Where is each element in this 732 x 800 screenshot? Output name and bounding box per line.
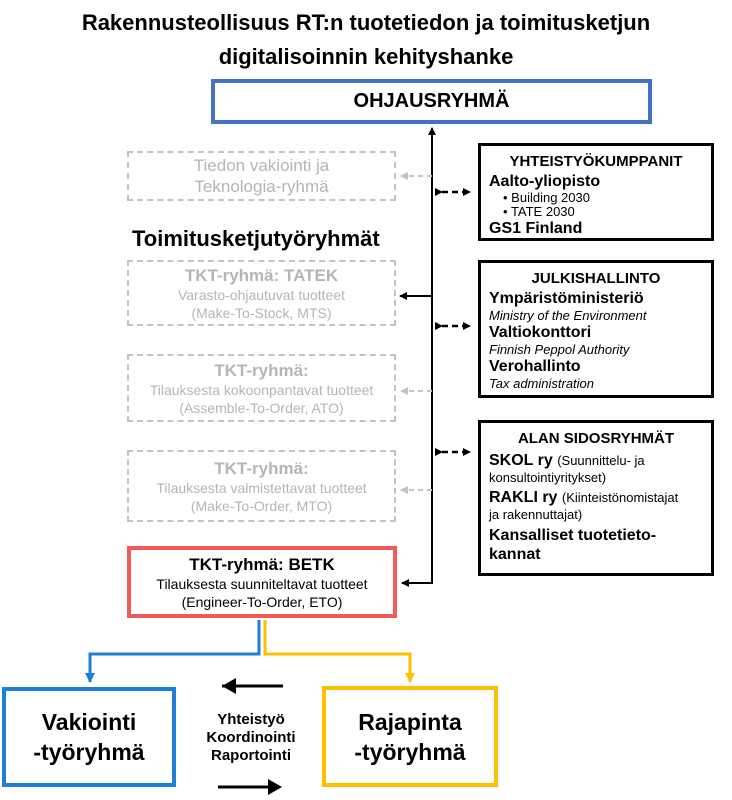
diagram-title-line1: Rakennusteollisuus RT:n tuotetiedon ja t… [81, 10, 651, 35]
line-to-vakiointi [85, 620, 261, 683]
stakeholders-heading: ALAN SIDOSRYHMÄT [517, 430, 675, 447]
group-tatek-desc2: (Make-To-Stock, MTS) [191, 304, 332, 321]
stakeholder-skol-desc: konsultointiyritykset) [489, 470, 607, 485]
rajapinta-line1: Rajapinta [358, 708, 462, 735]
arrow-left-head [222, 678, 236, 694]
group-mto-desc2: (Make-To-Order, MTO) [190, 497, 333, 514]
group-mto-title: TKT-ryhmä: [214, 458, 309, 478]
stakeholder-skol: SKOL ry (Suunnittelu- ja [489, 452, 645, 469]
cooperation-labels: Yhteistyö Koordinointi Raportointi [190, 711, 312, 765]
standardization-tech-line1: Tiedon vakiointi ja [193, 156, 330, 175]
partners-bullet-1: • Building 2030 [503, 190, 590, 205]
public-item-3-name: Verohallinto [489, 358, 581, 375]
diagram-title-line2: digitalisoinnin kehityshanke [218, 44, 514, 69]
cooperation-label-2: Koordinointi [206, 729, 296, 746]
group-betk-desc1: Tilauksesta suunniteltavat tuotteet [156, 575, 368, 592]
partners-box: YHTEISTYÖKUMPPANIT Aalto-yliopisto • Bui… [478, 143, 714, 241]
steering-group-box: OHJAUSRYHMÄ [211, 79, 652, 124]
partners-bullet-2: • TATE 2030 [503, 204, 575, 219]
rajapinta-line2: -työryhmä [354, 738, 466, 765]
group-betk-box: TKT-ryhmä: BETK Tilauksesta suunniteltav… [127, 546, 397, 618]
public-item-1-name: Ympäristöministeriö [489, 290, 644, 307]
standardization-tech-line2: Teknologia-ryhmä [194, 177, 329, 196]
vakiointi-line2: -työryhmä [33, 739, 145, 765]
group-tatek-title: TKT-ryhmä: TATEK [184, 265, 339, 285]
vakiointi-line1: Vakiointi [41, 709, 137, 735]
group-mto-desc1: Tilauksesta valmistettavat tuotteet [156, 479, 367, 496]
supply-chain-heading: Toimitusketjutyöryhmät [132, 226, 380, 251]
group-betk-title: TKT-ryhmä: BETK [189, 554, 335, 574]
cooperation-label-3: Raportointi [211, 747, 291, 764]
stakeholder-national-db-2: kannat [489, 546, 541, 563]
rajapinta-group-box: Rajapinta -työryhmä [322, 686, 498, 787]
line-to-rajapinta [263, 620, 415, 683]
public-item-3-en: Tax administration [489, 376, 595, 391]
arrow-right-head [268, 779, 282, 795]
vakiointi-group-box: Vakiointi -työryhmä [2, 687, 176, 787]
stakeholder-rakli: RAKLI ry (Kiinteistönomistajat [489, 489, 679, 506]
public-sector-box: JULKISHALLINTO Ympäristöministeriö Minis… [478, 260, 714, 398]
partners-heading: YHTEISTYÖKUMPPANIT [509, 153, 683, 170]
group-ato-desc1: Tilauksesta kokoonpantavat tuotteet [149, 381, 374, 398]
group-mto-box: TKT-ryhmä: Tilauksesta valmistettavat tu… [127, 450, 396, 522]
partners-org2: GS1 Finland [489, 220, 583, 237]
steering-group-label: OHJAUSRYHMÄ [353, 90, 510, 112]
group-tatek-box: TKT-ryhmä: TATEK Varasto-ohjautuvat tuot… [127, 260, 396, 326]
group-betk-desc2: (Engineer-To-Order, ETO) [181, 593, 343, 610]
stakeholder-national-db-1: Kansalliset tuotetieto- [489, 527, 657, 544]
group-ato-desc2: (Assemble-To-Order, ATO) [179, 399, 344, 416]
public-heading: JULKISHALLINTO [531, 270, 661, 287]
stakeholder-rakli-desc: ja rakennuttajat) [489, 507, 583, 522]
public-item-2-name: Valtiokonttori [489, 324, 592, 341]
partners-org1: Aalto-yliopisto [489, 173, 601, 190]
group-ato-box: TKT-ryhmä: Tilauksesta kokoonpantavat tu… [127, 354, 396, 422]
group-ato-title: TKT-ryhmä: [214, 360, 309, 380]
group-tatek-desc1: Varasto-ohjautuvat tuotteet [177, 286, 346, 303]
public-item-1-en: Ministry of the Environment [489, 308, 647, 323]
cooperation-label-1: Yhteistyö [217, 711, 285, 728]
standardization-tech-box: Tiedon vakiointi ja Teknologia-ryhmä [127, 151, 396, 201]
public-item-2-en: Finnish Peppol Authority [489, 342, 630, 357]
stakeholders-box: ALAN SIDOSRYHMÄT SKOL ry (Suunnittelu- j… [478, 420, 714, 576]
